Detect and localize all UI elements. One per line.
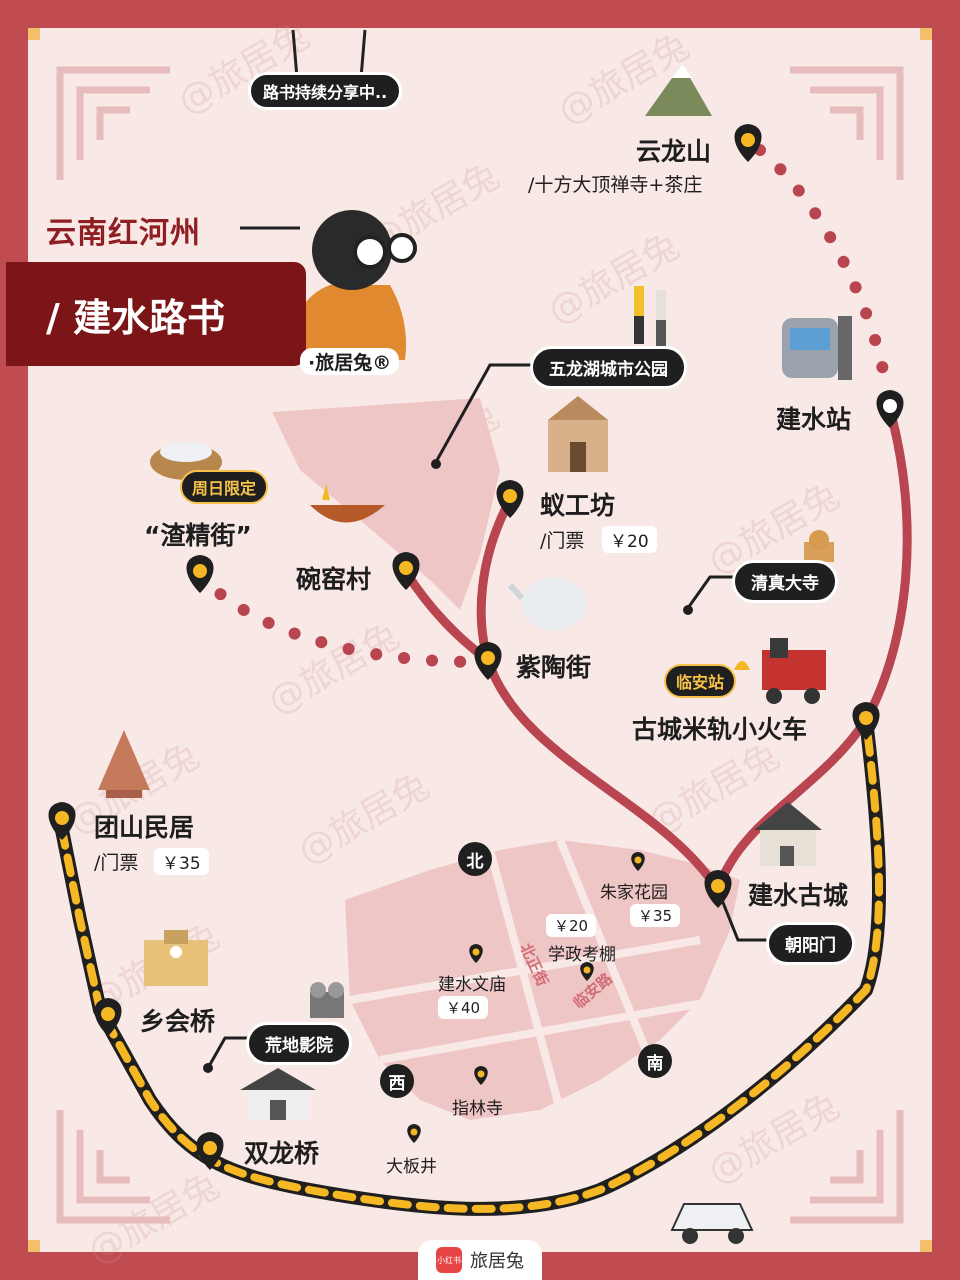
locomotive-icon [762, 638, 826, 704]
building-icon [144, 930, 208, 986]
region-title: 云南红河州 [46, 216, 201, 251]
frame-corner-dot [28, 28, 40, 40]
place-tuanshan-name: 团山民居 [94, 813, 195, 842]
mosque-icon [804, 530, 834, 562]
compass-north: 北 [458, 842, 492, 876]
footer-brand-name: 旅居兔 [470, 1251, 524, 1272]
xiaohongshu-logo: 小红书 [436, 1247, 462, 1273]
place-tuanshan-ticket: /门票 [94, 852, 139, 874]
lamp-icon [310, 484, 385, 523]
place-tuanshan-price: ￥35 [154, 848, 209, 875]
place-zhajing-name: “渣精街” [144, 521, 252, 550]
teapot-icon [507, 578, 586, 630]
railway [55, 713, 886, 1216]
place-yigong-price: ￥20 [602, 526, 657, 553]
place-zhujia-price: ￥35 [630, 904, 681, 927]
frame-corner-dot [920, 28, 932, 40]
place-xuezheng-name: 学政考棚 [548, 945, 616, 965]
place-oldtown-gate: 朝阳门 [766, 922, 855, 965]
place-zitao-name: 紫陶街 [516, 653, 592, 682]
place-station-name: 建水站 [776, 405, 852, 434]
place-wenmiao-name: 建水文庙 [438, 975, 506, 995]
castle-icon [754, 802, 822, 866]
place-xuezheng-price: ￥20 [546, 914, 597, 937]
place-wanyao-name: 碗窑村 [296, 565, 372, 594]
place-zhilin-name: 指林寺 [452, 1099, 503, 1119]
girl-binoculars-icon [290, 210, 417, 360]
brand-label: ·旅居兔® [300, 348, 400, 375]
gate-icon [240, 1068, 316, 1120]
car-icon [670, 1203, 754, 1244]
place-yigong-name: 蚁工坊 [540, 491, 616, 520]
corner-ornaments [56, 66, 904, 1224]
compass-south: 南 [638, 1044, 672, 1078]
bell-icon [734, 661, 750, 670]
frame-corner-dot [920, 1240, 932, 1252]
place-yunlong-sub: /十方大顶禅寺+茶庄 [528, 174, 703, 196]
pagoda-icon [98, 730, 150, 798]
place-oldtown-name: 建水古城 [748, 881, 849, 910]
place-wulonghu: 五龙湖城市公园 [530, 346, 687, 389]
place-zhujia-name: 朱家花园 [600, 883, 668, 903]
place-mosque: 清真大寺 [732, 560, 838, 603]
place-yunlong-name: 云龙山 [636, 137, 712, 166]
frame-corner-dot [28, 1240, 40, 1252]
place-train-badge: 临安站 [664, 664, 737, 698]
banner-sign: 路书持续分享中.. [248, 72, 403, 110]
dotted-route [194, 144, 891, 668]
place-zhajing-badge: 周日限定 [180, 470, 269, 504]
route-title: / 建水路书 [6, 262, 306, 366]
film-projector-icon [310, 982, 344, 1018]
place-cinema: 荒地影院 [246, 1022, 352, 1065]
place-yigong-ticket: /门票 [540, 530, 585, 552]
place-daban-name: 大板井 [386, 1157, 437, 1177]
compass-west: 西 [380, 1064, 414, 1098]
footer-brand: 小红书 旅居兔 [418, 1240, 542, 1280]
place-wenmiao-price: ￥40 [438, 996, 489, 1019]
couple-icon [634, 286, 666, 346]
train-station-icon [782, 316, 852, 380]
place-train-name: 古城米轨小火车 [632, 715, 808, 744]
location-pins [48, 124, 904, 1170]
place-xianghui-name: 乡会桥 [140, 1007, 216, 1036]
place-shuanglong-name: 双龙桥 [244, 1139, 320, 1168]
mountain-icon [645, 64, 712, 116]
church-icon [548, 396, 608, 472]
